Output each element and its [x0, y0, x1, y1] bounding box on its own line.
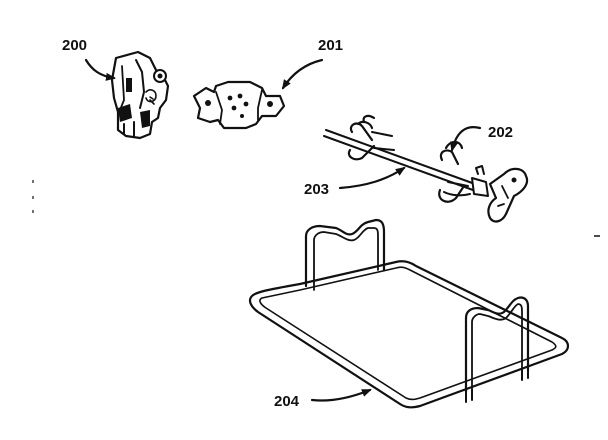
wire-rack-drawing	[248, 218, 570, 409]
leader-202	[450, 126, 482, 152]
rotisserie-motor-drawing	[110, 50, 170, 140]
leader-203	[338, 166, 406, 190]
spit-rod-drawing	[323, 114, 529, 223]
part-label-202: 202	[488, 124, 513, 141]
leader-204	[310, 388, 372, 402]
leader-201	[281, 58, 324, 90]
part-label-201: 201	[318, 37, 343, 54]
part-label-204: 204	[274, 393, 300, 410]
mounting-bracket-drawing	[192, 80, 286, 130]
part-label-203: 203	[304, 181, 329, 198]
part-label-200: 200	[62, 37, 87, 54]
scan-marks	[32, 180, 600, 237]
leader-200	[84, 58, 116, 81]
